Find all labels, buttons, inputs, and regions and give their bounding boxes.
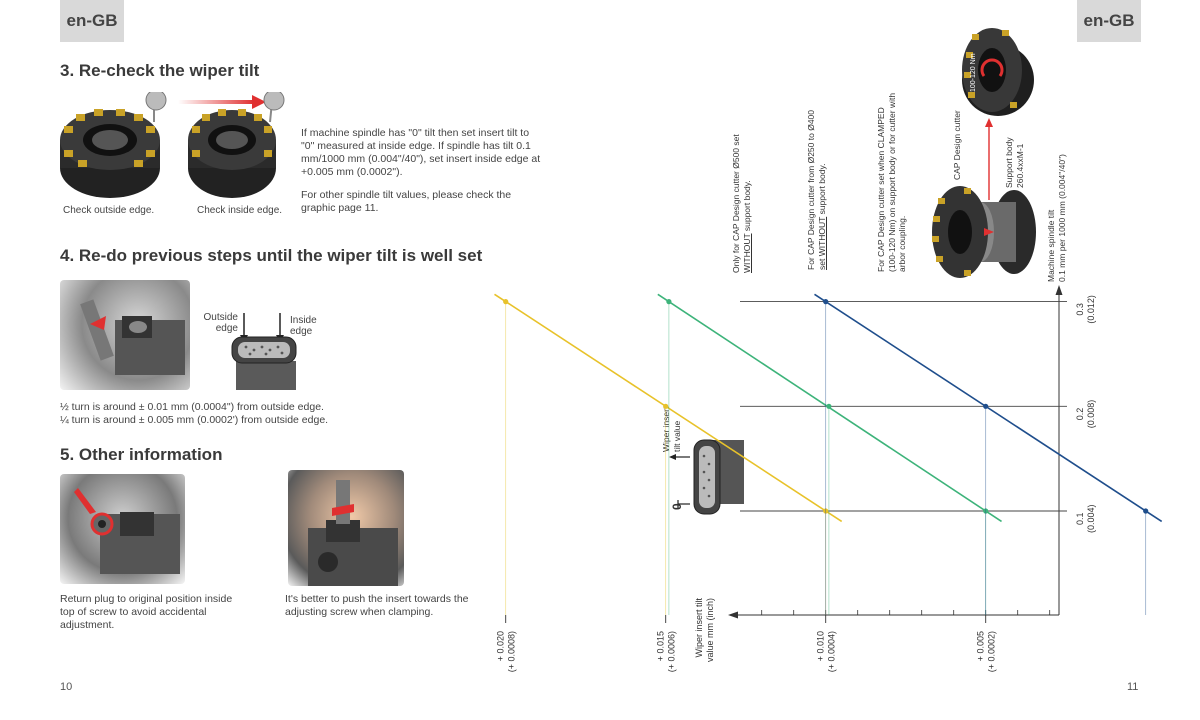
section5-caption-1: Return plug to original position inside …	[60, 593, 233, 631]
push-insert-photo	[288, 470, 404, 586]
data-point	[666, 299, 672, 305]
zero-label: 0	[670, 503, 684, 510]
x-tick-sublabel: (+ 0.0004)	[827, 631, 837, 672]
cutter-support-body-photo	[932, 186, 1036, 278]
series-label-yellow: Only for CAP Design cutter Ø500 set WITH…	[731, 134, 752, 273]
cutter-outside-photo	[60, 92, 167, 198]
adjust-screw-photo	[60, 280, 190, 390]
torque-label: 100-120 Nm	[970, 53, 977, 92]
language-tab-right: en-GB	[1077, 0, 1141, 42]
label-inside-edge: Inside edge	[290, 315, 317, 337]
edge-arrows-insert-icon	[231, 313, 297, 390]
cap-design-cutter-label: CAP Design cutter	[952, 110, 962, 180]
y-tick-label: 0.1	[1075, 512, 1085, 525]
page-number-left: 10	[60, 681, 73, 693]
series-label-green: For CAP Design cutter from Ø250 to Ø400 …	[806, 110, 827, 270]
x-tick-sublabel: (+ 0.0006)	[667, 631, 677, 672]
caption-check-outside: Check outside edge.	[63, 205, 155, 216]
section3-paragraph-1: If machine spindle has "0" tilt then set…	[301, 127, 541, 178]
y-tick-sublabel: (0.004)	[1086, 504, 1096, 533]
data-point	[826, 403, 832, 409]
cutter-inside-photo	[188, 92, 285, 198]
section3-paragraph-2: For other spindle tilt values, please ch…	[301, 189, 512, 214]
y-axis-label: Machine spindle tilt 0.1 mm per 1000 mm …	[1046, 154, 1067, 282]
support-body-label: Support body 260.4xxM-1	[1004, 137, 1025, 188]
x-tick-label: + 0.010	[816, 631, 826, 661]
assembly-arrow-icon	[985, 118, 993, 200]
x-axis-label-unit: value mm (inch)	[705, 598, 715, 662]
series-line	[814, 293, 1163, 523]
section3-heading: 3. Re-check the wiper tilt	[60, 61, 260, 80]
data-point	[983, 508, 989, 514]
label-outside-edge: Outside edge	[203, 312, 238, 334]
page-number-right: 11	[1127, 681, 1139, 693]
caption-check-inside: Check inside edge.	[197, 205, 283, 216]
x-tick-sublabel: (+ 0.0002)	[987, 631, 997, 672]
series-label-blue: For CAP Design cutter set when CLAMPED (…	[876, 92, 907, 272]
section4-heading: 4. Re-do previous steps until the wiper …	[60, 246, 483, 265]
language-tab-left: en-GB	[60, 0, 124, 42]
return-plug-photo	[60, 474, 185, 584]
x-tick-label: + 0.020	[496, 631, 506, 661]
y-tick-sublabel: (0.012)	[1086, 295, 1096, 324]
red-arrow-icon	[178, 95, 266, 109]
x-tick-label: + 0.015	[656, 631, 666, 661]
y-axis-arrow	[1055, 285, 1063, 295]
section5-heading: 5. Other information	[60, 445, 223, 464]
x-axis-label: Wiper insert tilt	[694, 598, 704, 658]
section5-caption-2: It's better to push the insert towards t…	[285, 593, 469, 618]
x-tick-sublabel: (+ 0.0008)	[507, 631, 517, 672]
section4-line-1: ½ turn is around ± 0.01 mm (0.0004") fro…	[60, 401, 324, 413]
section4-line-2: ¼ turn is around ± 0.005 mm (0.0002') fr…	[60, 414, 329, 426]
y-tick-sublabel: (0.008)	[1086, 400, 1096, 429]
x-axis-arrow	[728, 611, 738, 619]
x-tick-label: + 0.005	[976, 631, 986, 661]
y-tick-label: 0.2	[1075, 408, 1085, 421]
y-tick-label: 0.3	[1075, 303, 1085, 316]
data-point	[1143, 508, 1149, 514]
data-point	[503, 299, 509, 305]
data-point	[983, 403, 989, 409]
data-point	[823, 508, 829, 514]
data-point	[823, 299, 829, 305]
cutter-clamped-photo	[962, 28, 1034, 116]
